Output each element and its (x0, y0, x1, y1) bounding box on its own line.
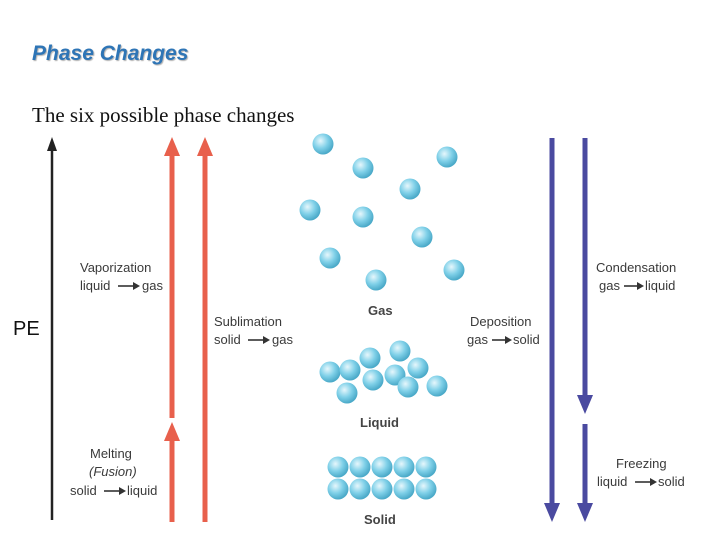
deposition-from: gas (467, 332, 488, 347)
sphere-icon (340, 360, 361, 381)
sphere-icon (444, 260, 465, 281)
sphere-icon (313, 134, 334, 155)
sphere-icon (394, 457, 415, 478)
condensation-arrow (577, 138, 593, 414)
sublimation-arrow (197, 137, 213, 522)
condensation-to: liquid (645, 278, 675, 293)
solid-particles (328, 457, 437, 500)
sphere-icon (320, 362, 341, 383)
sphere-icon (353, 158, 374, 179)
deposition-equation: gas solid (467, 332, 540, 347)
liquid-state-label: Liquid (360, 415, 399, 430)
deposition-label: Deposition (470, 314, 531, 329)
condensation-equation: gas liquid (599, 278, 675, 293)
sphere-icon (337, 383, 358, 404)
sphere-icon (398, 377, 419, 398)
sphere-icon (416, 479, 437, 500)
sphere-icon (360, 348, 381, 369)
sphere-icon (394, 479, 415, 500)
melting-equation: solid liquid (70, 483, 157, 498)
sublimation-equation: solid gas (214, 332, 293, 347)
fusion-label: (Fusion) (89, 464, 137, 479)
sphere-icon (412, 227, 433, 248)
sphere-icon (320, 248, 341, 269)
liquid-particles (320, 341, 448, 404)
freezing-arrow (577, 424, 593, 522)
freezing-to: solid (658, 474, 685, 489)
condensation-from: gas (599, 278, 620, 293)
sphere-icon (437, 147, 458, 168)
melting-arrow (164, 422, 180, 522)
solid-state-label: Solid (364, 512, 396, 527)
sphere-icon (390, 341, 411, 362)
sphere-icon (400, 179, 421, 200)
freezing-label: Freezing (616, 456, 667, 471)
deposition-arrow (544, 138, 560, 522)
sphere-icon (366, 270, 387, 291)
sublimation-label: Sublimation (214, 314, 282, 329)
vaporization-arrow (164, 137, 180, 418)
sphere-icon (350, 457, 371, 478)
deposition-to: solid (513, 332, 540, 347)
melting-from: solid (70, 483, 97, 498)
sphere-icon (328, 457, 349, 478)
vaporization-equation: liquid gas (80, 278, 163, 293)
melting-to: liquid (127, 483, 157, 498)
pe-axis-arrow (47, 137, 57, 520)
vaporization-to: gas (142, 278, 163, 293)
gas-state-label: Gas (368, 303, 393, 318)
sphere-icon (353, 207, 374, 228)
sublimation-to: gas (272, 332, 293, 347)
gas-particles (300, 134, 465, 291)
sphere-icon (416, 457, 437, 478)
sublimation-from: solid (214, 332, 241, 347)
vaporization-from: liquid (80, 278, 110, 293)
sphere-icon (363, 370, 384, 391)
freezing-from: liquid (597, 474, 627, 489)
sphere-icon (372, 457, 393, 478)
sphere-icon (300, 200, 321, 221)
sphere-icon (408, 358, 429, 379)
sphere-icon (350, 479, 371, 500)
melting-label: Melting (90, 446, 132, 461)
sphere-icon (427, 376, 448, 397)
vaporization-label: Vaporization (80, 260, 151, 275)
sphere-icon (328, 479, 349, 500)
freezing-equation: liquid solid (597, 474, 685, 489)
sphere-icon (372, 479, 393, 500)
condensation-label: Condensation (596, 260, 676, 275)
